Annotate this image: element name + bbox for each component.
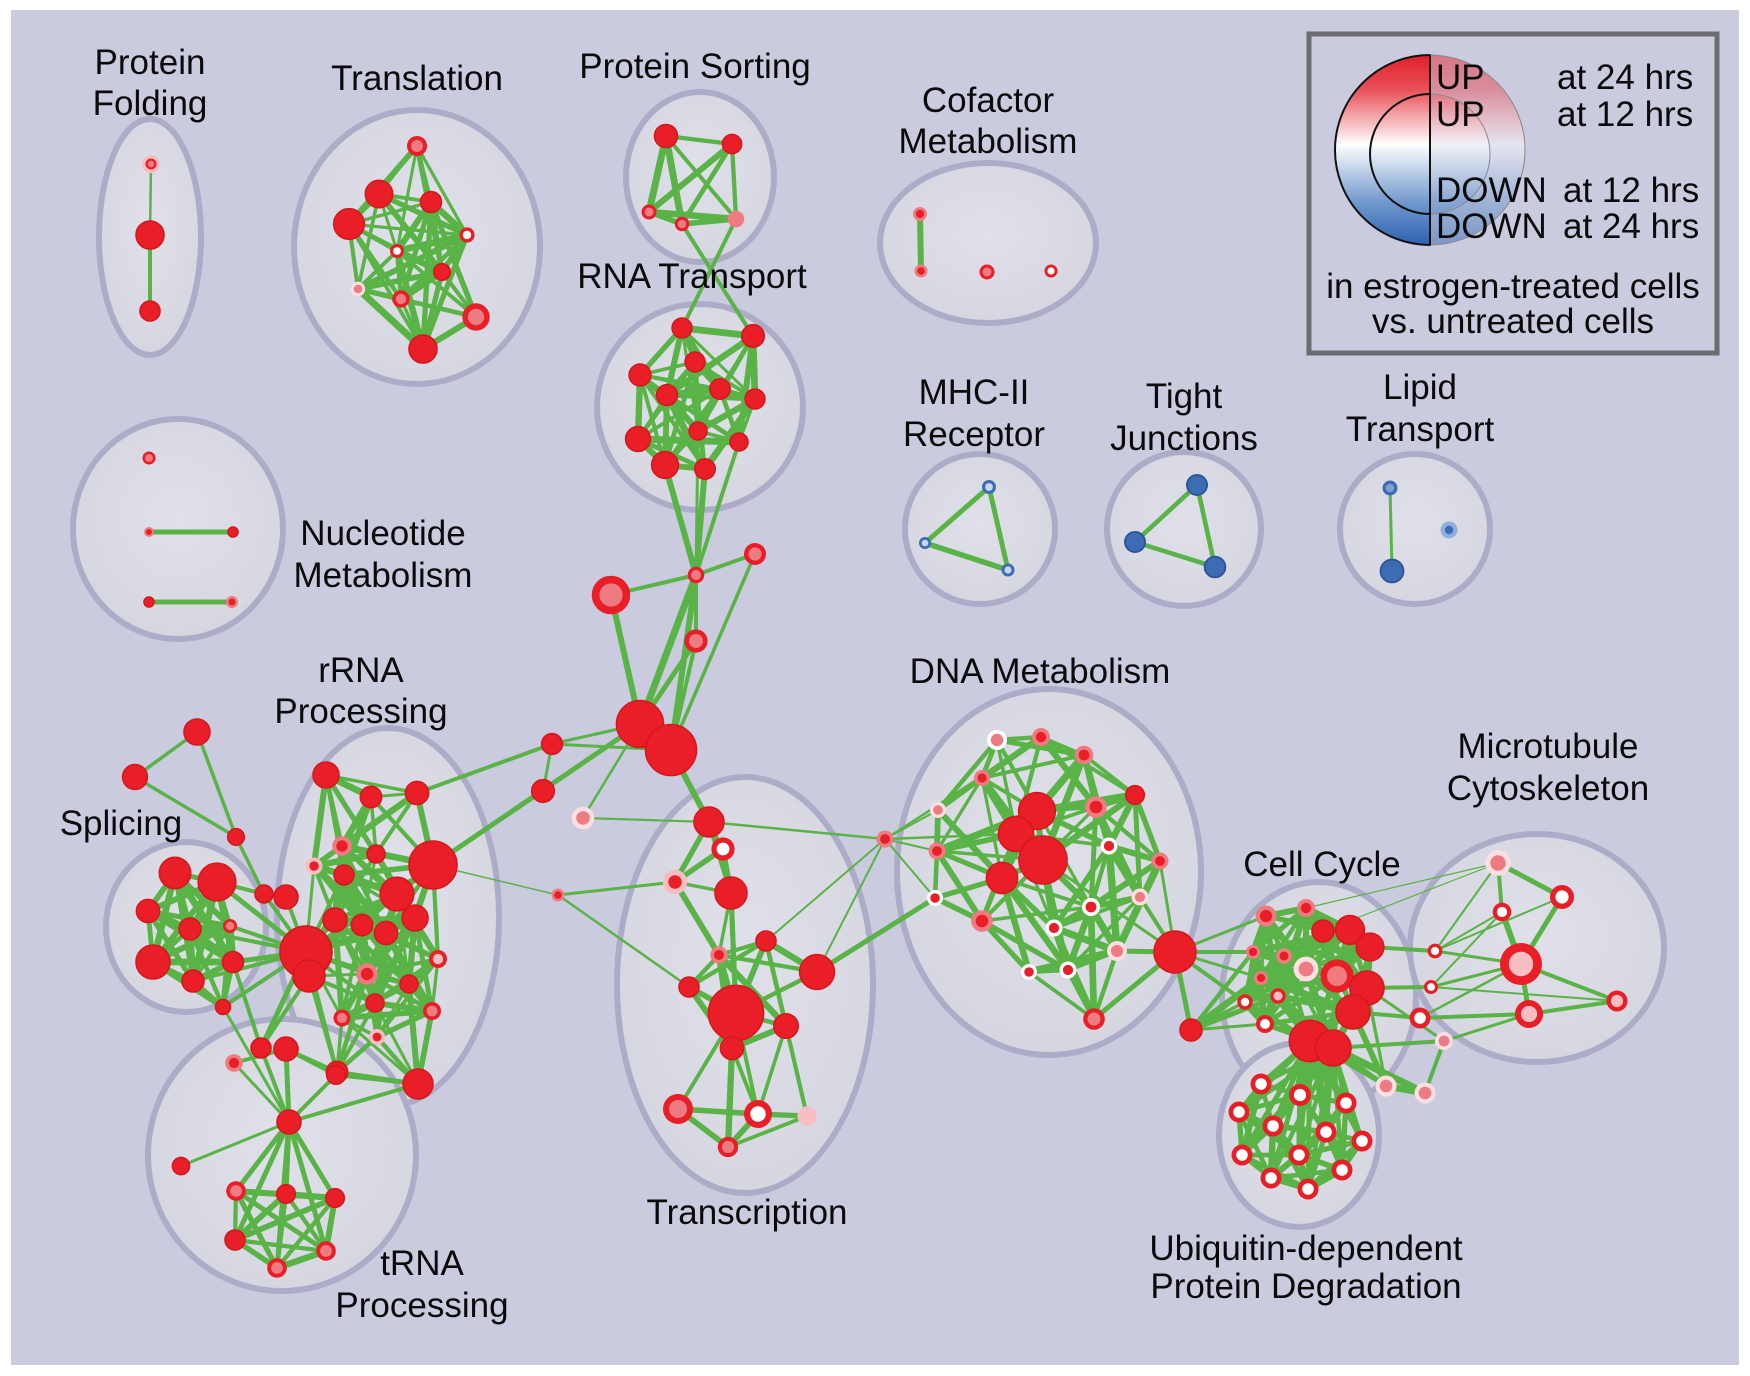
svg-text:tRNA: tRNA — [380, 1244, 464, 1283]
svg-text:Translation: Translation — [331, 59, 503, 98]
svg-text:Protein Degradation: Protein Degradation — [1150, 1267, 1461, 1306]
svg-text:Processing: Processing — [335, 1286, 508, 1325]
svg-text:MHC-II: MHC-II — [919, 373, 1030, 412]
svg-text:Receptor: Receptor — [903, 415, 1045, 454]
svg-text:Nucleotide: Nucleotide — [300, 514, 465, 553]
svg-text:Tight: Tight — [1146, 377, 1223, 416]
svg-text:at 24 hrs: at 24 hrs — [1563, 207, 1699, 246]
svg-text:Processing: Processing — [274, 692, 447, 731]
svg-text:at 12 hrs: at 12 hrs — [1563, 171, 1699, 210]
svg-text:UP: UP — [1436, 95, 1485, 134]
svg-text:at 12 hrs: at 12 hrs — [1557, 95, 1693, 134]
svg-text:Transport: Transport — [1346, 410, 1495, 449]
svg-text:Splicing: Splicing — [60, 804, 183, 843]
svg-text:Cofactor: Cofactor — [922, 81, 1055, 120]
svg-text:Lipid: Lipid — [1383, 368, 1457, 407]
svg-text:Ubiquitin-dependent: Ubiquitin-dependent — [1149, 1229, 1463, 1268]
svg-text:RNA Transport: RNA Transport — [577, 257, 807, 296]
svg-text:Metabolism: Metabolism — [294, 556, 473, 595]
svg-text:UP: UP — [1436, 58, 1485, 97]
svg-text:rRNA: rRNA — [318, 651, 404, 690]
svg-text:at 24 hrs: at 24 hrs — [1557, 58, 1693, 97]
svg-text:Metabolism: Metabolism — [899, 122, 1078, 161]
svg-text:Cytoskeleton: Cytoskeleton — [1447, 769, 1649, 808]
svg-text:Transcription: Transcription — [647, 1193, 848, 1232]
svg-text:Protein: Protein — [95, 43, 206, 82]
svg-text:DNA Metabolism: DNA Metabolism — [910, 652, 1171, 691]
svg-text:Junctions: Junctions — [1110, 419, 1258, 458]
svg-text:in estrogen-treated cells: in estrogen-treated cells — [1326, 267, 1700, 306]
svg-text:DOWN: DOWN — [1436, 207, 1547, 246]
svg-text:DOWN: DOWN — [1436, 171, 1547, 210]
svg-text:vs. untreated cells: vs. untreated cells — [1372, 302, 1654, 341]
svg-text:Cell Cycle: Cell Cycle — [1243, 845, 1401, 884]
svg-text:Protein Sorting: Protein Sorting — [579, 47, 811, 86]
svg-text:Microtubule: Microtubule — [1458, 727, 1639, 766]
svg-text:Folding: Folding — [93, 84, 208, 123]
